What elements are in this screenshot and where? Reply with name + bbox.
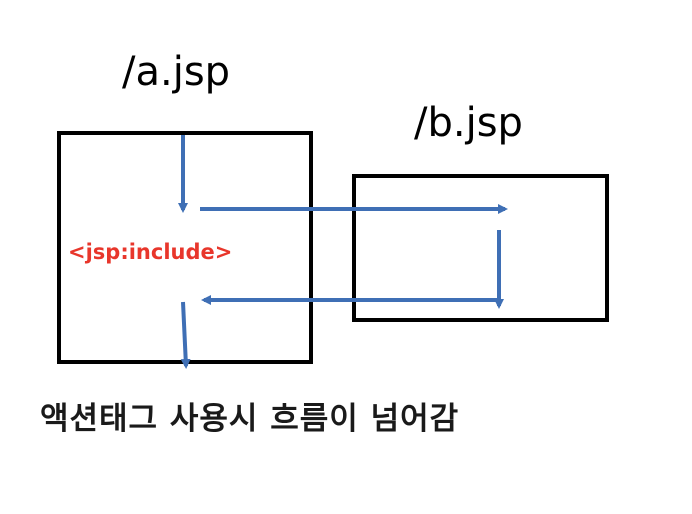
page-a-label: /a.jsp [122, 49, 231, 95]
page-b-label: /b.jsp [414, 100, 523, 146]
page-b-box [352, 174, 609, 322]
jsp-include-tag-label: <jsp:include> [68, 240, 233, 264]
flow-arrow-down-out-of-a [180, 301, 191, 369]
flow-caption: 액션태그 사용시 흐름이 넘어감 [40, 401, 460, 437]
